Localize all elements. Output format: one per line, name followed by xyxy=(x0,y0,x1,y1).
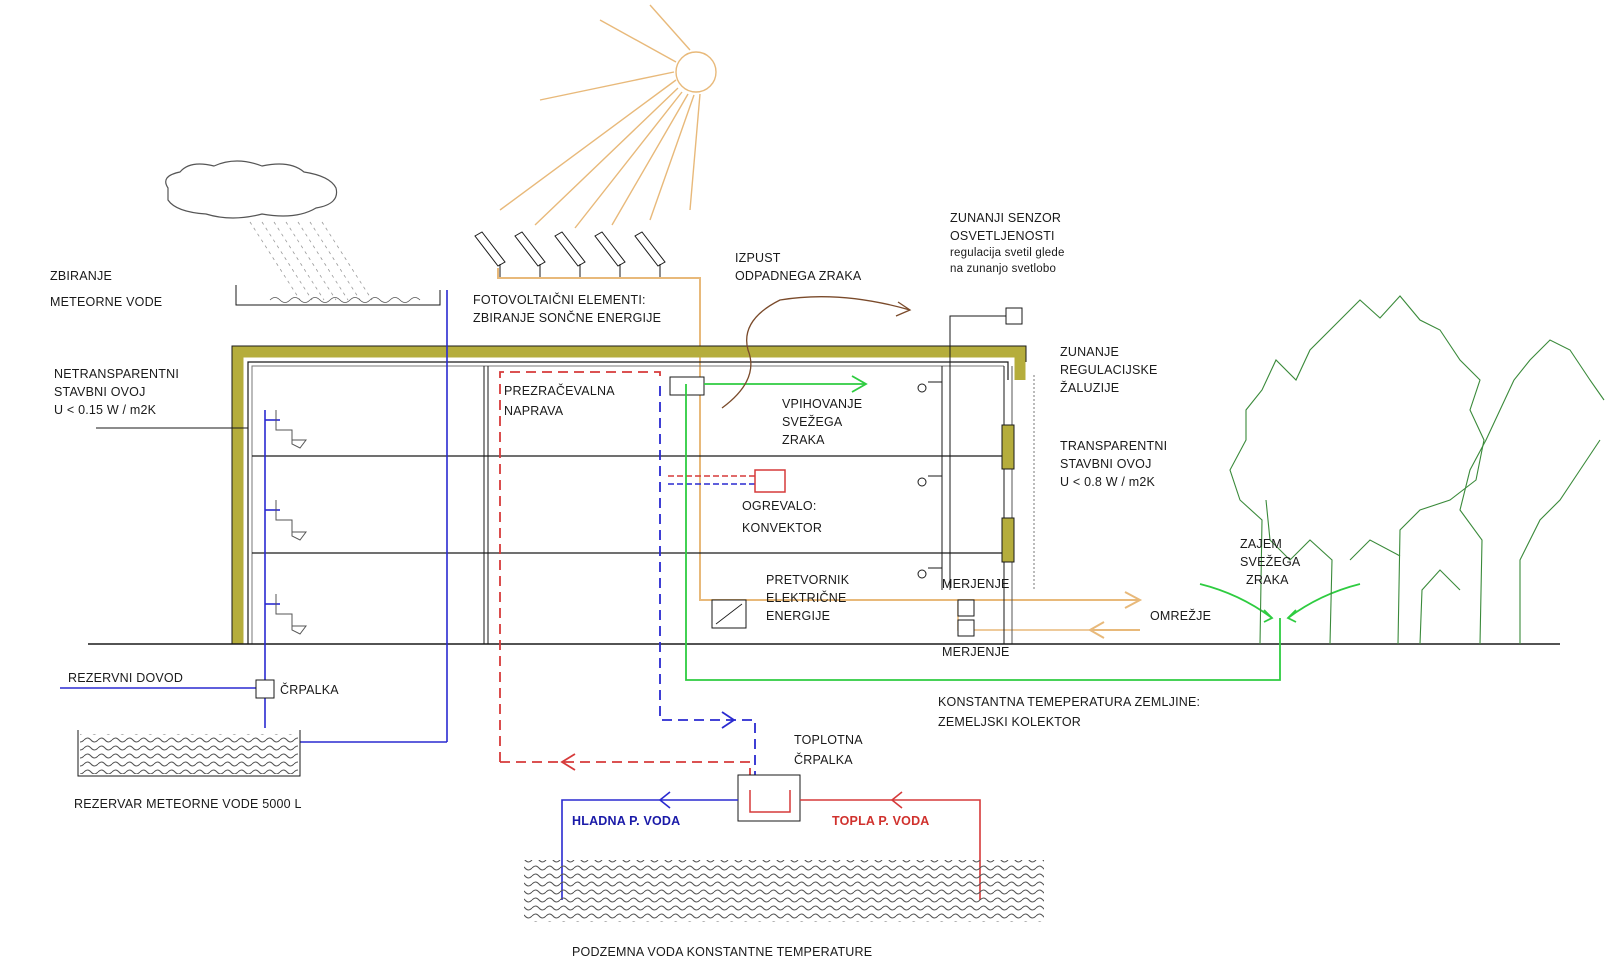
sensor-label-4: na zunanjo svetlobo xyxy=(950,263,1056,275)
fresh-air-label-3: ZRAKA xyxy=(1246,573,1289,587)
inverter-label-3: ENERGIJE xyxy=(766,609,830,623)
rain-label-2: METEORNE VODE xyxy=(50,295,162,309)
toilet-icons xyxy=(275,410,307,635)
opaque-label-2: STAVBNI OVOJ xyxy=(54,385,146,399)
pump-label: ČRPALKA xyxy=(280,682,339,697)
exhaust-label-2: ODPADNEGA ZRAKA xyxy=(735,269,862,283)
fresh-air-label-1: ZAJEM xyxy=(1240,537,1282,551)
fresh-air-duct xyxy=(685,375,1361,681)
meter-icon xyxy=(957,599,975,617)
ventilation-ducts xyxy=(499,371,756,790)
groundwater-area xyxy=(524,860,1044,922)
inverter-label-2: ELEKTRIČNE xyxy=(766,590,847,605)
ventunit-label-1: PREZRAČEVALNA xyxy=(504,383,615,398)
warm-water-label: TOPLA P. VODA xyxy=(832,814,930,828)
tree-icons xyxy=(1229,295,1605,645)
transparent-label-2: STAVBNI OVOJ xyxy=(1060,457,1152,471)
rain-collector xyxy=(235,285,441,306)
ventunit-label-2: NAPRAVA xyxy=(504,404,564,418)
pv-label-2: ZBIRANJE SONČNE ENERGIJE xyxy=(473,310,661,325)
opaque-label-1: NETRANSPARENTNI xyxy=(54,367,179,381)
cloud-icon xyxy=(165,160,373,301)
rainwater-pipes xyxy=(60,290,448,743)
ventilation-unit xyxy=(669,376,705,396)
tank-label: REZERVAR METEORNE VODE 5000 L xyxy=(74,797,302,811)
pv-panels xyxy=(474,231,666,278)
heater-label-2: KONVEKTOR xyxy=(742,521,822,535)
sensor-label-2: OSVETLJENOSTI xyxy=(950,229,1055,243)
sensor-label-3: regulacija svetil glede xyxy=(950,247,1065,259)
rainwater-tank xyxy=(77,730,301,777)
heatpump-label-1: TOPLOTNA xyxy=(794,733,863,747)
grid-label: OMREŽJE xyxy=(1150,608,1211,623)
backup-label: REZERVNI DOVOD xyxy=(68,671,183,685)
intake-label-2: SVEŽEGA xyxy=(782,414,843,429)
intake-label-1: VPIHOVANJE xyxy=(782,397,862,411)
blinds-label-2: REGULACIJSKE xyxy=(1060,363,1158,377)
meter-label-top: MERJENJE xyxy=(942,577,1010,591)
pump-icon xyxy=(255,679,275,699)
intake-label-3: ZRAKA xyxy=(782,433,825,447)
blinds-label-1: ZUNANJE xyxy=(1060,345,1119,359)
heatpump-label-2: ČRPALKA xyxy=(794,752,853,767)
transparent-label-3: U < 0.8 W / m2K xyxy=(1060,475,1156,489)
solar-cable xyxy=(497,268,1140,601)
ground-label-2: ZEMELJSKI KOLEKTOR xyxy=(938,715,1081,729)
fresh-air-label-2: SVEŽEGA xyxy=(1240,554,1301,569)
cold-water-label: HLADNA P. VODA xyxy=(572,814,680,828)
pv-label-1: FOTOVOLTAIČNI ELEMENTI: xyxy=(473,292,646,307)
exhaust-label-1: IZPUST xyxy=(735,251,781,265)
light-sensor xyxy=(917,307,1023,590)
sensor-label-1: ZUNANJI SENZOR xyxy=(950,211,1061,225)
heat-pump xyxy=(737,774,801,822)
inverter-label-1: PRETVORNIK xyxy=(766,573,850,587)
groundwater-label: PODZEMNA VODA KONSTANTNE TEMPERATURE xyxy=(572,945,872,959)
building-envelope xyxy=(231,345,1035,644)
exhaust-air xyxy=(721,296,912,409)
sun-icon xyxy=(499,4,717,229)
heater-convector xyxy=(668,469,786,493)
meter-icon xyxy=(957,619,975,637)
transparent-label-1: TRANSPARENTNI xyxy=(1060,439,1167,453)
ground-label-1: KONSTANTNA TEMEPERATURA ZEMLJINE: xyxy=(938,695,1200,709)
opaque-label-3: U < 0.15 W / m2K xyxy=(54,403,157,417)
heater-label-1: OGREVALO: xyxy=(742,499,817,513)
rain-label-1: ZBIRANJE xyxy=(50,269,112,283)
meter-label-bottom: MERJENJE xyxy=(942,645,1010,659)
blinds-label-3: ŽALUZIJE xyxy=(1060,380,1119,395)
